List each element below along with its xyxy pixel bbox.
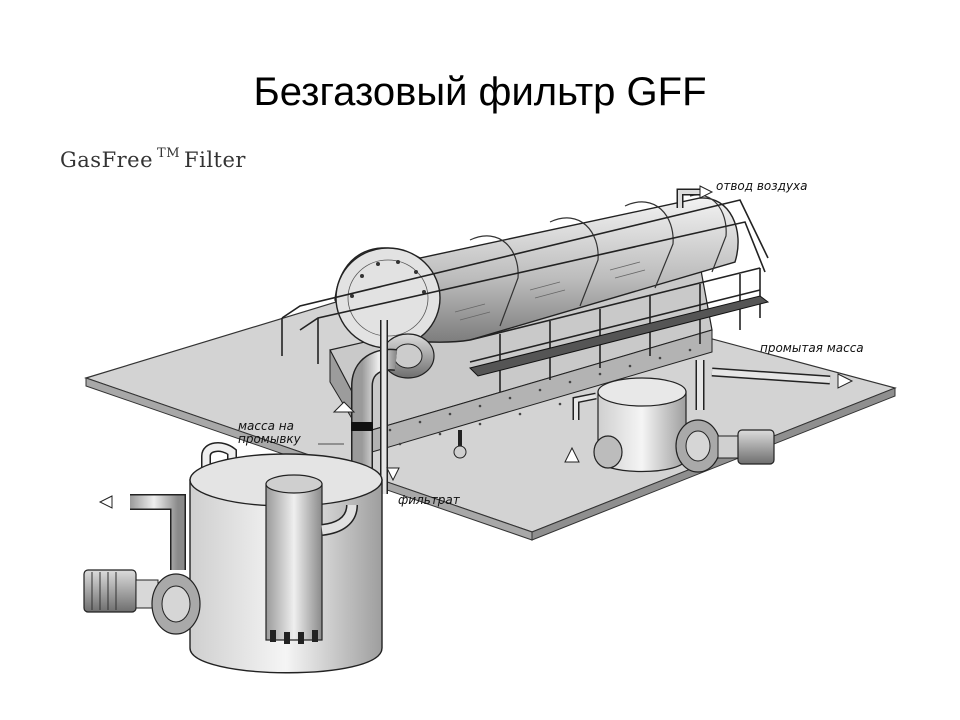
figure-title-suffix: Filter [184, 148, 246, 172]
label-filtrate: фильтрат [398, 493, 460, 507]
feed-tank [189, 453, 383, 674]
catwalk-grating [469, 295, 770, 377]
label-pulp-to-washing-line2: промывку [238, 432, 301, 446]
drum-hood [334, 194, 739, 349]
washed-pulp-pipe [695, 360, 854, 410]
filtrate-pipe [380, 320, 400, 494]
label-pulp-to-washing-line1: масса на [238, 419, 294, 433]
trademark-mark: TM [157, 146, 181, 161]
left-pump [83, 569, 201, 635]
left-outlet-pipe [98, 494, 186, 570]
label-air-outlet: отвод воздуха [716, 179, 808, 193]
label-pulp-to-washing: масса на промывку [238, 420, 301, 446]
right-pump [675, 419, 775, 473]
return-elbow [201, 442, 237, 470]
figure-title-name: GasFree [60, 148, 154, 172]
slide-title: Безгазовый фильтр GFF [253, 70, 707, 114]
air-outlet-pipe [676, 185, 714, 208]
vat-fittings [453, 430, 467, 459]
center-pump [564, 392, 623, 469]
feed-pipe [332, 348, 398, 520]
label-washed-pulp: промытая масса [760, 341, 864, 355]
